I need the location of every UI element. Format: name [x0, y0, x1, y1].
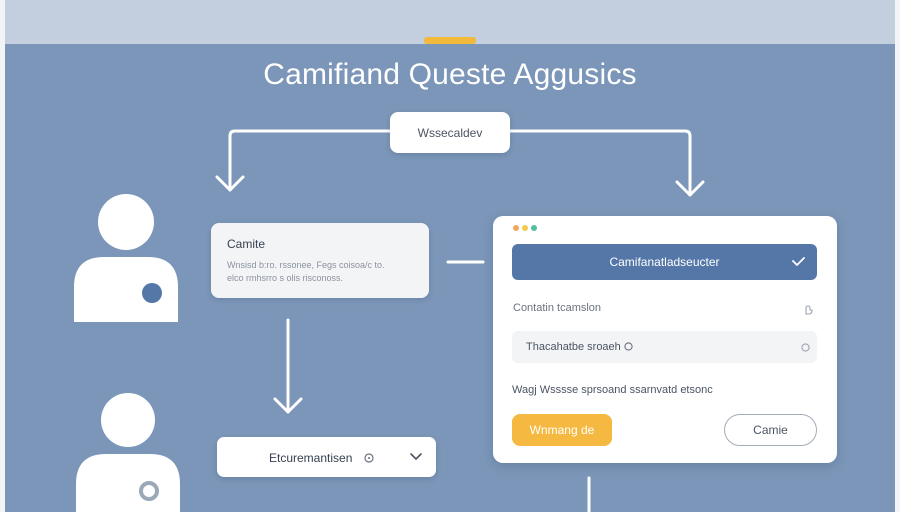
top-node[interactable]: Wssecaldev	[390, 112, 510, 153]
chevron-down-icon[interactable]	[410, 453, 422, 461]
bottom-select-label: Etcuremantisen	[269, 451, 353, 465]
window-dot-green	[531, 225, 537, 231]
primary-button[interactable]: Wnmang de	[512, 414, 612, 446]
form-panel: Camifanatladseucter Contatin tcamslon Th…	[493, 216, 837, 463]
arrowhead-top-right	[675, 180, 705, 197]
person-icon	[76, 393, 180, 512]
secondary-button[interactable]: Camie	[724, 414, 817, 446]
window-dot-yellow	[522, 225, 528, 231]
text-card-line-2: elco rmhsrro s olis risconoss.	[227, 273, 344, 283]
accent-bar	[424, 37, 476, 44]
top-node-label: Wssecaldev	[417, 125, 483, 140]
connector-top-left	[228, 129, 392, 192]
field-input-value: Thacahatbe sroaeh	[526, 341, 621, 353]
window-dot-orange	[513, 225, 519, 231]
arrowhead-top-left	[215, 175, 245, 192]
text-card-title: Camite	[227, 237, 266, 251]
person-icon	[74, 194, 178, 322]
info-icon	[364, 453, 374, 463]
hand-icon	[805, 305, 813, 315]
field-label: Contatin tcamslon	[513, 302, 602, 314]
text-card-line-1: Wnsisd b:ro. rssonee, Fegs coisoa/c to.	[227, 260, 385, 270]
text-card-body: Wnsisd b:ro. rssonee, Fegs coisoa/c to. …	[227, 259, 413, 285]
text-card[interactable]: Camite Wnsisd b:ro. rssonee, Fegs coisoa…	[211, 223, 429, 298]
connector-lines	[215, 129, 705, 512]
primary-select[interactable]: Camifanatladseucter	[512, 244, 817, 280]
field-input[interactable]: Thacahatbe sroaeh	[512, 331, 817, 363]
info-icon	[624, 342, 633, 351]
bottom-select[interactable]: Etcuremantisen	[217, 437, 436, 477]
diagram-canvas: Camifiand Queste Aggusics Wssecaldev Cam…	[5, 0, 895, 512]
connector-top-right	[508, 129, 692, 197]
header-band	[5, 0, 895, 44]
diagram-title: Camifiand Queste Aggusics	[263, 58, 637, 91]
status-circle-icon	[801, 343, 810, 352]
primary-select-label: Camifanatladseucter	[609, 255, 720, 269]
check-icon	[792, 257, 805, 266]
arrowhead-card-down	[273, 397, 303, 414]
helper-text: Wagj Wsssse sprsoand ssarnvatd etsonc	[512, 384, 713, 396]
